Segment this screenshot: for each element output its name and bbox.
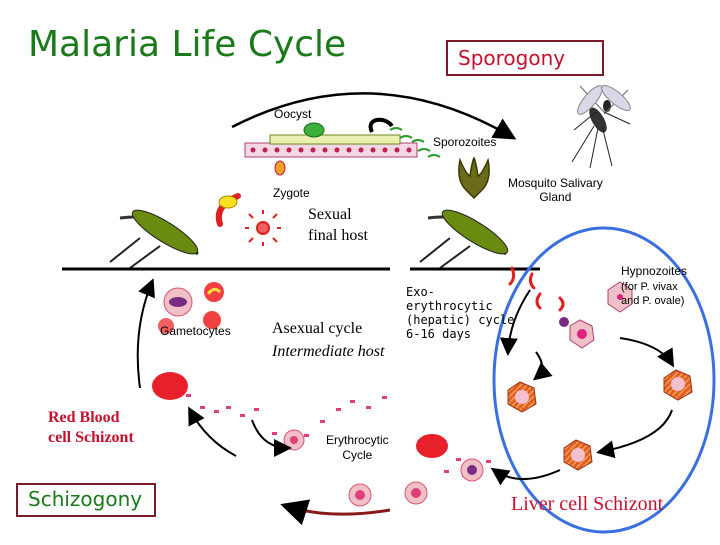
schizogony-label: Schizogony: [28, 487, 143, 511]
sporogony-label: Sporogony: [458, 46, 566, 70]
gametocytes-label: Gametocytes: [160, 324, 231, 338]
gamete-icon: [218, 195, 238, 209]
sexual-final-host-label: Sexual final host: [308, 204, 368, 246]
rbc-line-2: cell Schizont: [48, 429, 134, 446]
gut-wall-cells: [244, 134, 418, 158]
asexual-cycle-label: Asexual cycle: [272, 320, 363, 337]
page-title: Malaria Life Cycle: [28, 24, 347, 65]
liver-cell-schizont-label: Liver cell Schizont: [511, 493, 664, 515]
sexual-line-2: final host: [308, 227, 368, 244]
ring-stage-cell: [416, 434, 448, 458]
hypnozoites-note: (for P. vivax and P. ovale): [621, 280, 684, 308]
erythro-line-2: Cycle: [342, 448, 373, 462]
oocyst-burst-icon: [368, 117, 394, 133]
rbc-line-1: Red Blood: [48, 409, 120, 426]
liver-schizont-cells: [507, 369, 693, 471]
liver-cycle-right-arrow: [619, 337, 675, 368]
exo-erythrocytic-label: Exo- erythrocytic (hepatic) cycle 6-16 d…: [406, 285, 514, 341]
sporozoite-blood-trail: [508, 266, 565, 312]
liver-cycle-loop-arrow: [596, 409, 673, 459]
intermediate-host-label: Intermediate host: [272, 343, 385, 360]
erythro-line-1: Erythrocytic: [326, 433, 389, 447]
schizogony-box: [16, 483, 156, 517]
sporogony-box: [446, 40, 604, 76]
exo-line-3: (hepatic) cycle: [406, 313, 515, 327]
liver-cycle-circle: [492, 226, 716, 534]
exo-line-2: erythrocytic: [406, 299, 493, 313]
sporozoite-icons: [389, 127, 441, 158]
sexual-line-1: Sexual: [308, 206, 352, 223]
liver-cycle-down-arrow: [532, 351, 553, 381]
liver-release-arrow: [490, 467, 561, 486]
hypnozoite-cell: [569, 319, 595, 349]
blood-cycle-bottom-arrow: [280, 499, 391, 526]
hypno-note-line-2: and P. ovale): [621, 295, 685, 307]
mosquito-icon: [571, 85, 631, 169]
salivary-gland-label: Mosquito Salivary Gland: [508, 176, 603, 204]
blood-cycle-left-arrow: [188, 406, 237, 457]
salivary-gland-line-2: Gland: [539, 190, 572, 204]
rbc-schizont-label: Red Blood cell Schizont: [48, 408, 134, 448]
oocyst-icon: [303, 122, 325, 138]
sporozoites-label: Sporozoites: [433, 135, 497, 149]
sporogony-arrow: [231, 92, 517, 140]
gametocyte-cells: [158, 282, 224, 334]
hypnozoites-label: Hypnozoites: [621, 264, 688, 278]
exo-line-4: 6-16 days: [406, 327, 472, 341]
right-host-arm: [419, 209, 509, 269]
exflagellation-icon: [245, 210, 281, 246]
zygote-cell-icon: [274, 160, 286, 176]
oocyst-label: Oocyst: [274, 107, 312, 121]
salivary-gland-line-1: Mosquito Salivary: [508, 176, 603, 190]
salivary-gland-icon: [458, 156, 490, 200]
exo-line-1: Exo-: [406, 285, 435, 299]
erythrocytic-cycle-label: Erythrocytic Cycle: [326, 433, 389, 463]
zygote-label: Zygote: [273, 186, 310, 200]
hypno-note-line-1: (for P. vivax: [621, 281, 678, 293]
gametocyte-up-arrow: [136, 278, 155, 389]
rbc-schizont-cell: [152, 372, 188, 400]
hepatocyte-invading-icon: [559, 317, 569, 327]
rbc-stage-icons: [283, 429, 484, 507]
blood-cycle-right-arrow: [251, 419, 292, 457]
hypnozoite-top-cell: [607, 281, 633, 313]
exo-to-blood-arrow: [499, 289, 531, 356]
left-host-arm: [109, 209, 199, 269]
